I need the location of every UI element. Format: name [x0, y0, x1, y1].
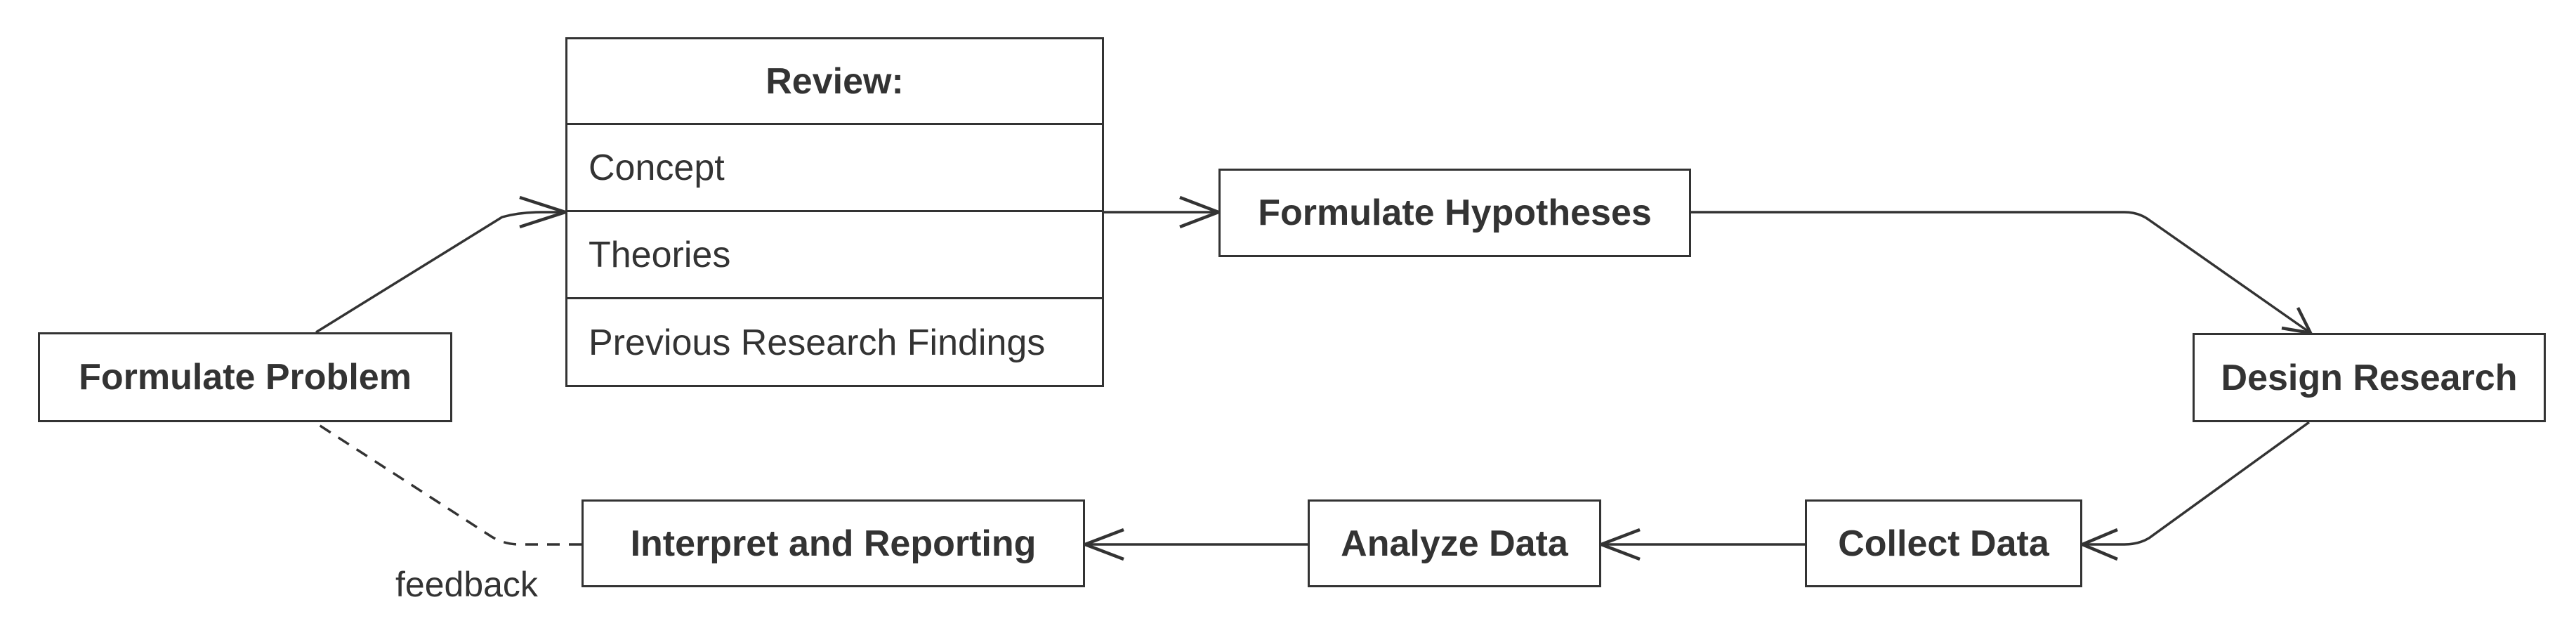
- formulate-hypotheses-node[interactable]: Formulate Hypotheses: [1218, 169, 1691, 257]
- formulate-hypotheses-label: Formulate Hypotheses: [1258, 192, 1652, 233]
- edge-problem-to-review: [315, 211, 565, 334]
- arrowhead-collect: [2078, 528, 2118, 561]
- edge-feedback: [314, 421, 581, 546]
- interpret-reporting-label: Interpret and Reporting: [630, 523, 1037, 564]
- review-item-theories: Theories: [567, 212, 1102, 299]
- collect-data-node[interactable]: Collect Data: [1805, 499, 2082, 587]
- formulate-problem-node[interactable]: Formulate Problem: [38, 332, 452, 422]
- collect-data-label: Collect Data: [1838, 523, 2049, 564]
- review-box[interactable]: Review: Concept Theories Previous Resear…: [565, 37, 1104, 387]
- review-title: Review:: [567, 39, 1102, 125]
- formulate-problem-label: Formulate Problem: [79, 357, 412, 398]
- arrowhead-analyze: [1596, 528, 1641, 561]
- review-item-previous-research: Previous Research Findings: [589, 322, 1046, 363]
- design-research-node[interactable]: Design Research: [2193, 333, 2546, 422]
- review-item-concept: Concept: [567, 125, 1102, 212]
- arrowhead-interpret: [1080, 528, 1124, 561]
- interpret-reporting-node[interactable]: Interpret and Reporting: [581, 499, 1085, 587]
- edge-design-to-collect: [2082, 421, 2311, 546]
- analyze-data-label: Analyze Data: [1341, 523, 1568, 564]
- analyze-data-node[interactable]: Analyze Data: [1308, 499, 1601, 587]
- edge-hypotheses-to-design: [1691, 211, 2312, 334]
- feedback-label: feedback: [395, 565, 538, 604]
- design-research-label: Design Research: [2221, 357, 2518, 398]
